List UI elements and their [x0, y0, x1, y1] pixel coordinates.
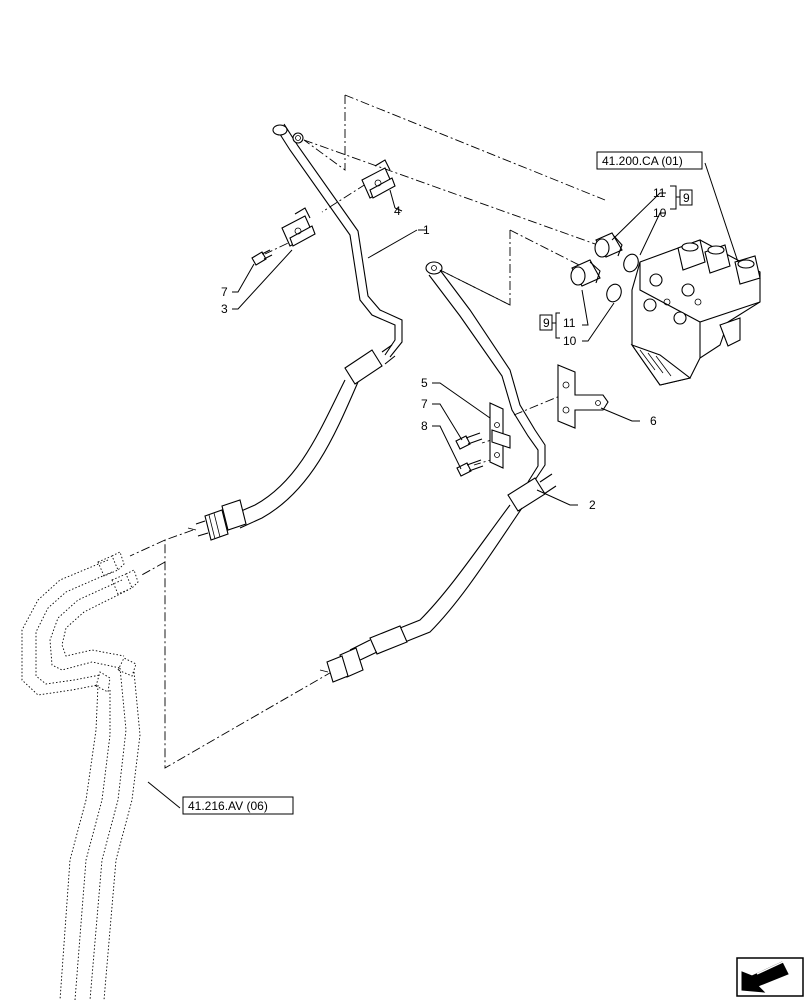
o-ring-item-10-lower — [606, 283, 622, 303]
callout-item-2[interactable]: 2 — [589, 498, 596, 512]
bolt-item-7-upper — [251, 249, 273, 266]
bolt-item-8 — [456, 459, 484, 477]
tube-item-1 — [187, 123, 403, 541]
svg-text:9: 9 — [543, 316, 550, 330]
leader-lines — [147, 162, 739, 809]
callout-item-10-lower[interactable]: 10 — [563, 334, 577, 348]
callout-item-11-upper[interactable]: 11 — [653, 186, 666, 200]
tube-item-2 — [319, 261, 557, 683]
clamp-item-4 — [361, 159, 396, 199]
callout-item-8[interactable]: 8 — [421, 419, 428, 433]
callout-item-9-upper[interactable]: 9 — [679, 189, 693, 206]
reference-label-bottom: 41.216.AV (06) — [188, 799, 268, 813]
next-page-arrow-icon[interactable] — [736, 957, 804, 997]
clamp-item-3 — [281, 207, 316, 247]
svg-text:9: 9 — [683, 191, 690, 205]
valve-block — [630, 239, 761, 386]
callout-item-5[interactable]: 5 — [421, 376, 428, 390]
bolt-item-7-lower — [455, 432, 483, 450]
callouts: 1 4 7 3 5 7 8 6 2 11 10 11 10 — [221, 186, 667, 512]
reference-hose-assembly — [21, 551, 141, 1000]
reference-box-41-216-av[interactable]: 41.216.AV (06) — [182, 796, 294, 815]
alignment-lines — [129, 94, 606, 769]
reference-label-top: 41.200.CA (01) — [602, 154, 683, 168]
adapter-item-11-lower — [570, 259, 601, 287]
callout-item-3[interactable]: 3 — [221, 302, 228, 316]
o-ring-item-10-upper — [623, 253, 639, 273]
callout-item-11-lower[interactable]: 11 — [563, 316, 576, 330]
callout-item-1[interactable]: 1 — [423, 223, 430, 237]
callout-item-7-upper[interactable]: 7 — [221, 285, 228, 299]
callout-item-10-upper[interactable]: 10 — [653, 206, 667, 220]
reference-box-41-200-ca[interactable]: 41.200.CA (01) — [596, 151, 703, 170]
bracket-item-6 — [557, 364, 609, 429]
clamp-item-5 — [489, 402, 511, 469]
adapter-item-11-upper — [594, 232, 623, 258]
callout-item-9-lower[interactable]: 9 — [539, 314, 553, 331]
callout-item-7-lower[interactable]: 7 — [421, 397, 428, 411]
callout-item-6[interactable]: 6 — [650, 414, 657, 428]
callout-item-4[interactable]: 4 — [394, 204, 401, 218]
